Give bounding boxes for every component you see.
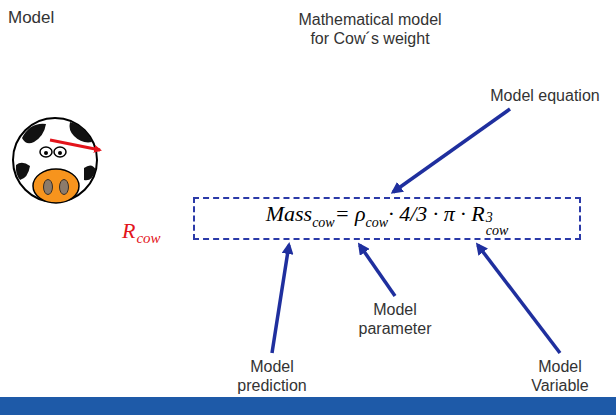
cow-spot (22, 124, 46, 144)
equation-term: · 4/3 · π · R (388, 201, 485, 227)
pointer-arrow (272, 245, 289, 353)
callout-label: Model equation (480, 86, 610, 105)
pointer-arrow (393, 109, 510, 192)
callout-label: Model parameter (345, 300, 445, 338)
cow-spot (70, 122, 93, 142)
cow-eye (40, 147, 52, 157)
cow-pupil (44, 151, 48, 155)
cow-nostril (60, 180, 69, 195)
subscript: cow (312, 215, 335, 231)
cow-nostril (44, 180, 53, 195)
diagram-title: Mathematical model for Cow´s weight (290, 10, 450, 48)
index-stack: cow3 (486, 211, 509, 237)
cow-head (13, 118, 97, 202)
cow-muzzle (33, 169, 79, 203)
subscript: cow (486, 224, 509, 237)
superscript: 3 (486, 211, 509, 224)
equation-box: Masscow= ρcow· 4/3 · π · Rcow3 (193, 197, 581, 240)
cow-spot (84, 165, 96, 180)
subscript: cow (366, 215, 389, 231)
footer-band (0, 397, 616, 415)
pointer-arrow (478, 245, 560, 353)
equation-line: Masscow= ρcow· 4/3 · π · Rcow3 (266, 201, 509, 236)
equation-term: Mass (266, 201, 312, 227)
cow-spot (16, 163, 30, 180)
equation-term: = ρ (335, 201, 366, 227)
cow-eye (54, 147, 66, 157)
radius-arrow (50, 140, 100, 150)
radius-symbol: R (122, 218, 135, 244)
callout-label: Model prediction (222, 357, 322, 395)
pointer-arrow (360, 245, 395, 296)
heading-label: Model (8, 8, 54, 27)
cow-pupil (58, 151, 62, 155)
radius-subscript: cow (136, 230, 160, 247)
callout-label: Model Variable (515, 357, 605, 395)
